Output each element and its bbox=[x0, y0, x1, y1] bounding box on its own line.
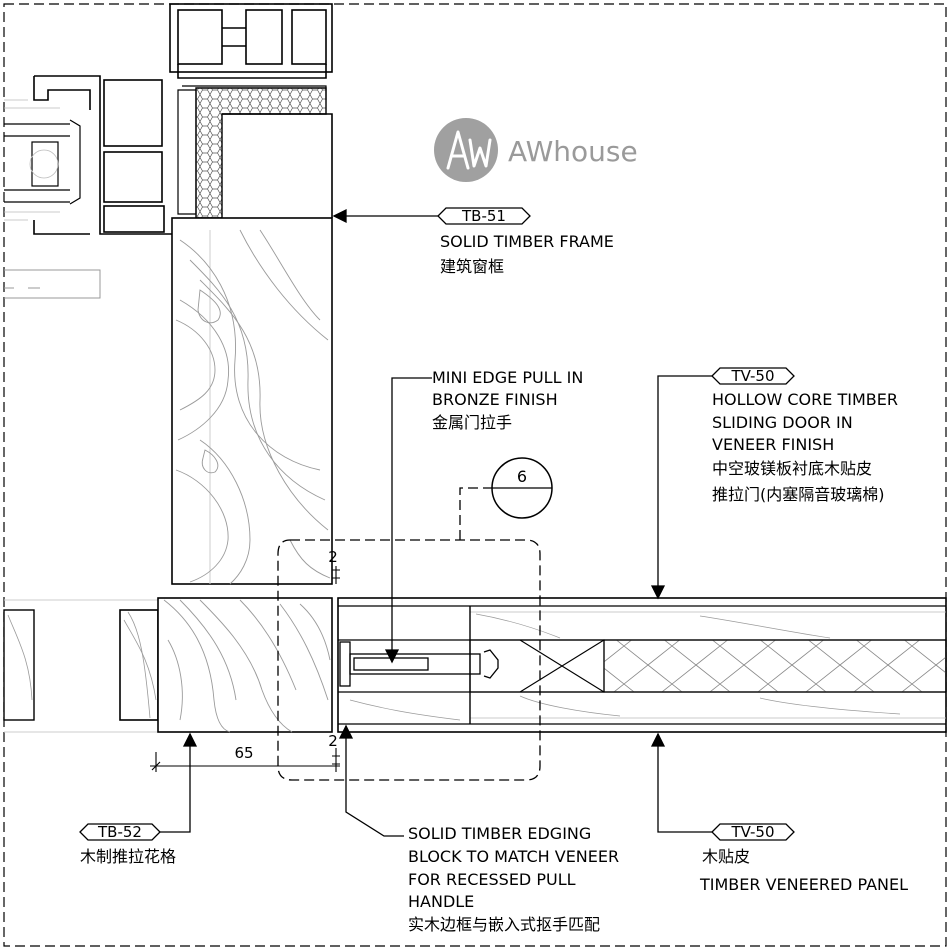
note-tv50-top-line-2: SLIDING DOOR IN bbox=[712, 413, 853, 432]
note-tv50-top-line-3: VENEER FINISH bbox=[712, 435, 834, 454]
sheet-border bbox=[3, 3, 947, 947]
note-tb51: SOLID TIMBER FRAME 建筑窗框 bbox=[440, 232, 614, 276]
detail-number: 6 bbox=[517, 467, 527, 486]
watermark: AWhouse bbox=[434, 118, 638, 182]
note-tv50-bottom-line-2: TIMBER VENEERED PANEL bbox=[699, 875, 908, 894]
note-edging-line-5: 实木边框与嵌入式抠手匹配 bbox=[408, 915, 600, 934]
note-edging-line-2: BLOCK TO MATCH VENEER bbox=[408, 847, 619, 866]
note-tb51-line-2: 建筑窗框 bbox=[440, 257, 504, 276]
glass-seal-detail bbox=[4, 99, 60, 221]
solid-timber-frame bbox=[171, 113, 333, 585]
timber-lattice-left bbox=[3, 269, 160, 733]
mini-edge-pull bbox=[339, 641, 499, 687]
note-edging-line-1: SOLID TIMBER EDGING bbox=[408, 824, 591, 843]
note-tb51-line-1: SOLID TIMBER FRAME bbox=[440, 232, 614, 251]
tag-tv50-top-label: TV-50 bbox=[730, 367, 774, 385]
note-pull: MINI EDGE PULL IN BRONZE FINISH 金属门拉手 bbox=[432, 368, 583, 432]
dimensions bbox=[150, 566, 340, 772]
watermark-text: AWhouse bbox=[508, 135, 638, 168]
hollow-core-sliding-door bbox=[337, 597, 947, 733]
tag-tb51-label: TB-51 bbox=[461, 207, 506, 225]
honeycomb-insulation bbox=[195, 87, 327, 219]
note-pull-line-1: MINI EDGE PULL IN bbox=[432, 368, 583, 387]
note-tb52-line-1: 木制推拉花格 bbox=[80, 847, 176, 866]
tag-tv50-top[interactable]: TV-50 bbox=[711, 367, 795, 385]
tag-tv50-bottom-label: TV-50 bbox=[730, 823, 774, 841]
offset-dimension: 65 bbox=[234, 744, 253, 762]
note-edging-line-4: HANDLE bbox=[408, 892, 474, 911]
note-edging-line-3: FOR RECESSED PULL bbox=[408, 870, 576, 889]
note-tb52: 木制推拉花格 bbox=[80, 847, 176, 866]
tag-tb52-label: TB-52 bbox=[97, 823, 142, 841]
note-pull-line-3: 金属门拉手 bbox=[432, 413, 512, 432]
detail-marker[interactable]: 6 bbox=[491, 457, 553, 519]
tag-tb52[interactable]: TB-52 bbox=[79, 823, 161, 841]
note-tv50-bottom-line-1: 木贴皮 bbox=[702, 847, 750, 866]
detail-callout-boundary bbox=[277, 539, 541, 781]
tag-tb51[interactable]: TB-51 bbox=[437, 207, 531, 225]
gap-bottom-dimension: 2 bbox=[328, 732, 338, 750]
note-tv50-top-line-5: 推拉门(内塞隔音玻璃棉) bbox=[712, 485, 885, 504]
gap-top-dimension: 2 bbox=[328, 548, 338, 566]
tag-tv50-bottom[interactable]: TV-50 bbox=[711, 823, 795, 841]
note-edging: SOLID TIMBER EDGING BLOCK TO MATCH VENEE… bbox=[408, 824, 619, 934]
note-tv50-top-line-4: 中空玻镁板衬底木贴皮 bbox=[712, 459, 872, 478]
note-tv50-bottom: 木贴皮 TIMBER VENEERED PANEL bbox=[699, 847, 908, 894]
note-pull-line-2: BRONZE FINISH bbox=[432, 390, 558, 409]
sliding-lattice-block bbox=[157, 597, 333, 733]
leader-lines bbox=[160, 208, 712, 837]
window-frame-profile bbox=[4, 3, 333, 235]
note-tv50-top-line-1: HOLLOW CORE TIMBER bbox=[712, 390, 898, 409]
note-tv50-top: HOLLOW CORE TIMBER SLIDING DOOR IN VENEE… bbox=[712, 390, 898, 504]
